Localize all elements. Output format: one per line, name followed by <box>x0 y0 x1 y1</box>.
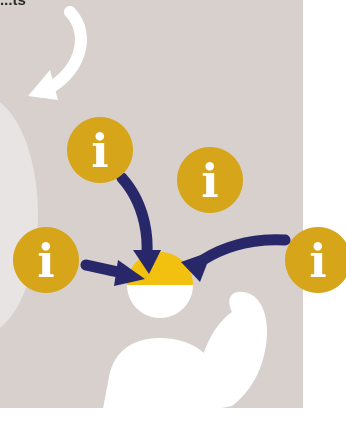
person-arm <box>200 292 267 410</box>
info-glyph: i <box>309 234 326 288</box>
info-glyph: i <box>37 234 54 288</box>
speech-bubble <box>0 95 38 335</box>
arrow-from-top-badge <box>122 178 161 274</box>
info-badge-top: i <box>67 117 133 183</box>
info-badge-top-right: i <box>177 147 243 213</box>
arrow-from-right-badge <box>181 240 285 282</box>
curved-arrow-icon <box>28 12 81 100</box>
info-badge-right: i <box>285 227 346 293</box>
info-glyph: i <box>91 124 108 178</box>
info-glyph: i <box>201 154 218 208</box>
info-badge-left: i <box>13 227 79 293</box>
person-head <box>127 285 193 318</box>
